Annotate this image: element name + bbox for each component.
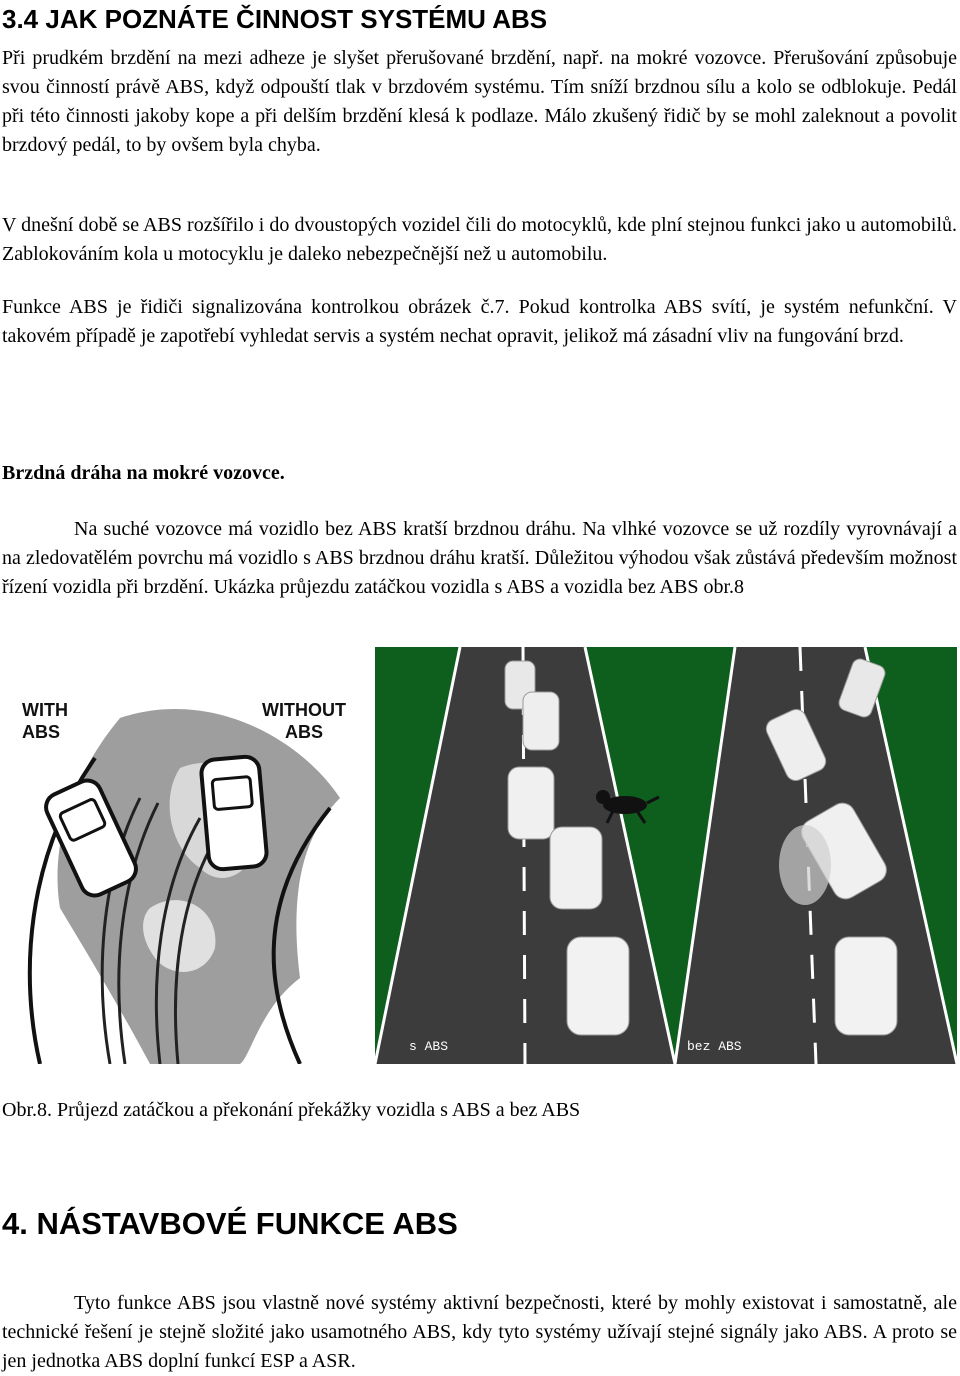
paragraph-braking-distance: Na suché vozovce má vozidlo bez ABS krat…: [2, 518, 957, 598]
figure-obstacle-avoidance: s ABS bez ABS: [375, 647, 957, 1064]
dog-icon: [596, 790, 660, 824]
figure-curve-with-without-abs: WITH ABS WITHOUT ABS: [0, 678, 360, 1064]
paragraph-warning-light: Funkce ABS je řidiči signalizována kontr…: [2, 296, 957, 347]
car-with-abs-icon: [44, 778, 138, 898]
car-icon: [504, 660, 630, 1036]
subheading-wet-road: Brzdná dráha na mokré vozovce.: [2, 462, 285, 484]
label-without: WITHOUT: [262, 700, 346, 720]
label-with: WITH: [22, 700, 68, 720]
car-without-abs-icon: [199, 754, 269, 872]
figure-caption: Obr.8. Průjezd zatáčkou a překonání přek…: [2, 1099, 581, 1121]
paragraph-abs-activity: Při prudkém brzdění na mezi adheze je sl…: [2, 47, 957, 156]
paragraph-motorcycles: V dnešní době se ABS rozšířilo i do dvou…: [2, 214, 957, 265]
label-with-abs: ABS: [22, 722, 60, 742]
label-s-abs: s ABS: [409, 1039, 448, 1054]
car-icon: [765, 658, 898, 1036]
label-without-abs: ABS: [285, 722, 323, 742]
label-bez-abs: bez ABS: [687, 1039, 742, 1054]
paragraph-extension-functions: Tyto funkce ABS jsou vlastně nové systém…: [2, 1292, 957, 1372]
section2-title: 4. NÁSTAVBOVÉ FUNKCE ABS: [2, 1206, 458, 1241]
section-title: 3.4 JAK POZNÁTE ČINNOST SYSTÉMU ABS: [2, 4, 548, 34]
